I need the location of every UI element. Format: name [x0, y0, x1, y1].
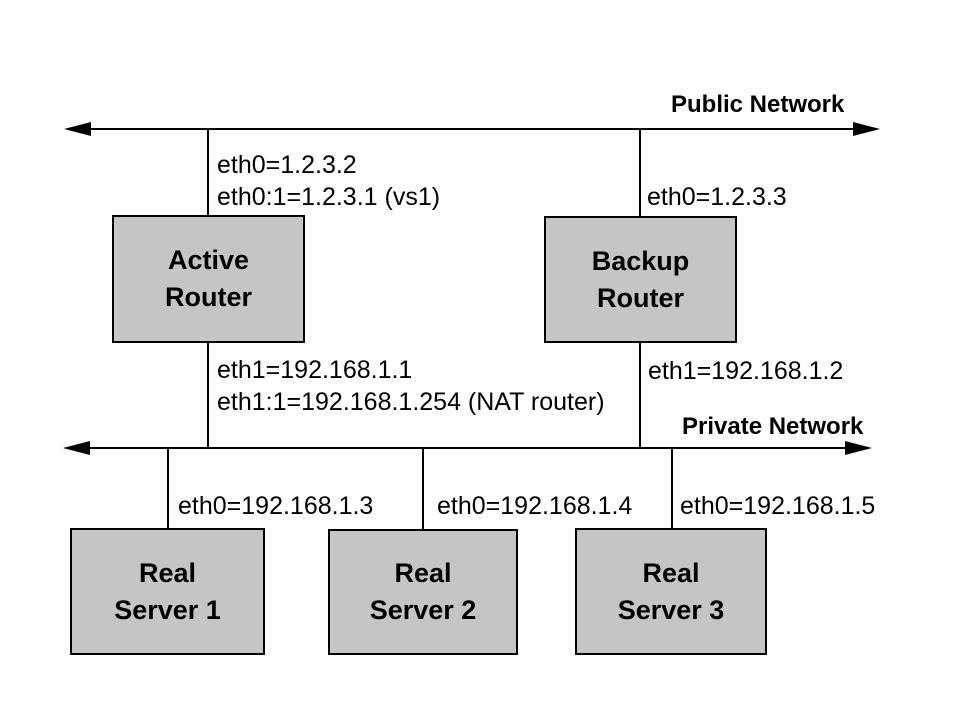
active-router-label-line2: Router	[165, 282, 252, 312]
active-router-eth1-alias-label: eth1:1=192.168.1.254 (NAT router)	[217, 388, 605, 416]
private-network-arrow-left-icon	[63, 441, 90, 455]
backup-router-eth1-label: eth1=192.168.1.2	[648, 357, 844, 385]
connector-active-router-private	[207, 343, 209, 447]
real-server-2-eth0-label: eth0=192.168.1.4	[437, 492, 633, 520]
real-server-1-label-line2: Server 1	[114, 594, 221, 625]
backup-router-label-line1: Backup	[591, 245, 690, 276]
real-server-2-label-line1: Real	[394, 558, 452, 588]
real-server-1-node: Real Server 1	[70, 528, 265, 655]
real-server-3-label-line1: Real	[642, 557, 700, 588]
active-router-eth0-label: eth0=1.2.3.2	[217, 151, 357, 179]
public-network-arrow-right-icon	[853, 122, 880, 136]
active-router-eth1-label: eth1=192.168.1.1	[217, 356, 413, 384]
real-server-1-eth0-label: eth0=192.168.1.3	[178, 492, 374, 520]
connector-backup-router-private	[639, 343, 641, 447]
private-network-label: Private Network	[682, 413, 864, 440]
connector-private-real-server-3	[671, 449, 673, 528]
connector-public-backup-router	[639, 130, 641, 216]
backup-router-eth0-label: eth0=1.2.3.3	[647, 183, 787, 211]
connector-private-real-server-2	[422, 449, 424, 529]
private-network-arrow-right-icon	[845, 441, 872, 455]
real-server-1-label-line1: Real	[138, 557, 197, 588]
active-router-label-line1: Active	[167, 245, 250, 275]
real-server-2-node: Real Server 2	[328, 529, 518, 655]
real-server-3-label-line2: Server 3	[617, 594, 725, 625]
active-router-eth0-alias-label: eth0:1=1.2.3.1 (vs1)	[217, 183, 441, 211]
public-network-line	[88, 128, 856, 130]
backup-router-label-line2: Router	[597, 282, 684, 313]
public-network-label: Public Network	[671, 91, 845, 118]
private-network-line	[88, 447, 845, 449]
real-server-3-node: Real Server 3	[575, 528, 767, 655]
backup-router-node: Backup Router	[544, 216, 737, 343]
public-network-arrow-left-icon	[64, 122, 91, 136]
connector-private-real-server-1	[167, 449, 169, 528]
active-router-node: Active Router	[112, 215, 305, 343]
connector-public-active-router	[207, 130, 209, 215]
real-server-2-label-line2: Server 2	[369, 595, 477, 625]
real-server-3-eth0-label: eth0=192.168.1.5	[680, 492, 876, 520]
